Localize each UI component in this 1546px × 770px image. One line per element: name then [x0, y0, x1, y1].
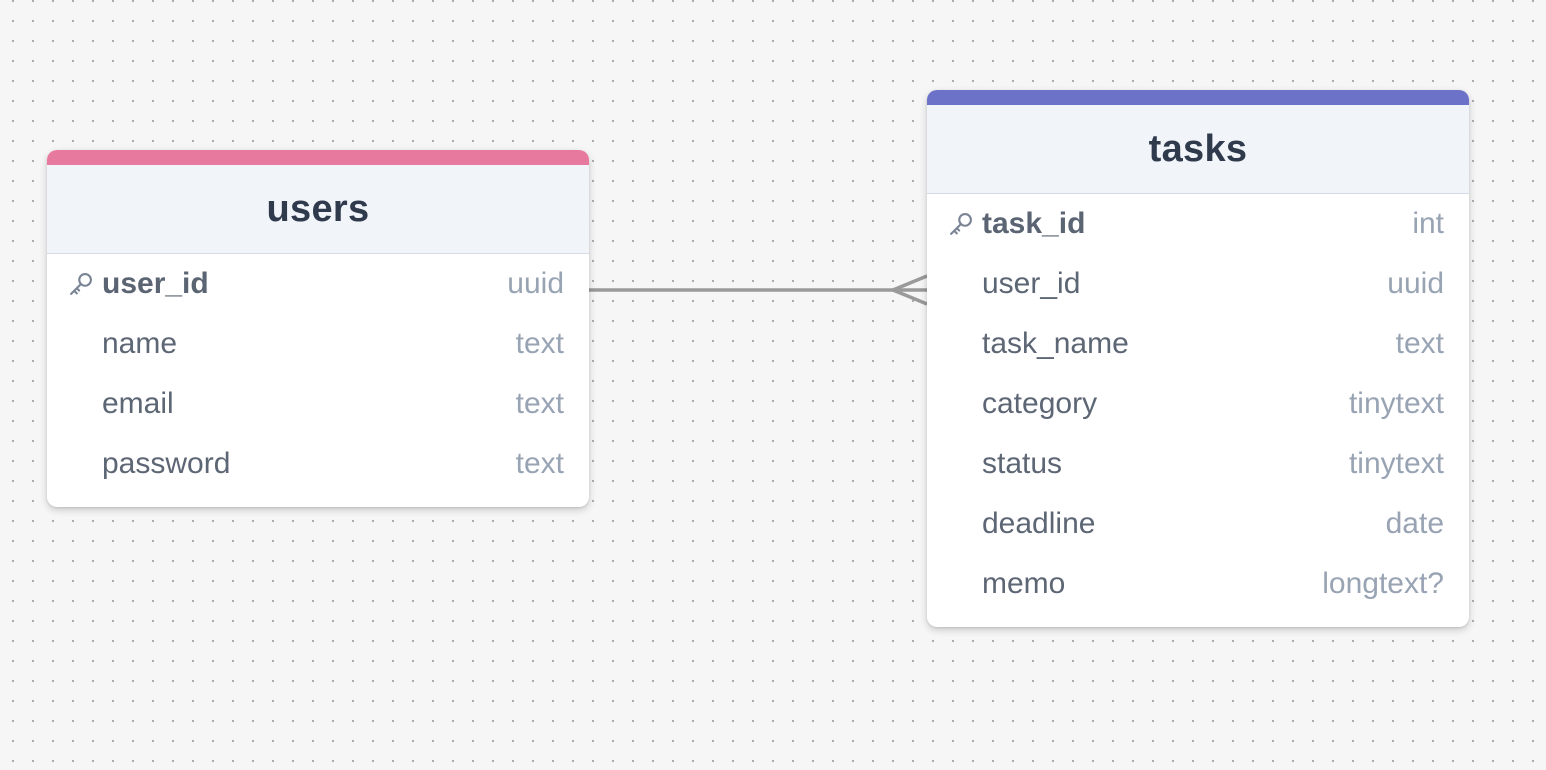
column-row-user_id[interactable]: user_id uuid — [47, 254, 589, 314]
column-type: text — [515, 327, 564, 360]
column-row-deadline[interactable]: deadline date — [927, 494, 1469, 554]
column-type: text — [515, 447, 564, 480]
column-name: task_name — [982, 327, 1129, 360]
column-type: date — [1385, 507, 1444, 540]
crows-foot-many-icon — [888, 274, 928, 306]
column-type: int — [1412, 207, 1444, 240]
column-row-status[interactable]: status tinytext — [927, 434, 1469, 494]
column-name: task_id — [982, 207, 1086, 240]
column-name: user_id — [982, 267, 1081, 300]
column-name: category — [982, 387, 1098, 420]
column-type: uuid — [1387, 267, 1444, 300]
column-type: tinytext — [1348, 447, 1444, 480]
column-row-name[interactable]: name text — [47, 314, 589, 374]
column-name: memo — [982, 567, 1066, 600]
column-name: email — [102, 387, 174, 420]
column-row-task_name[interactable]: task_name text — [927, 314, 1469, 374]
table-title: tasks — [1148, 127, 1248, 170]
table-header[interactable]: users — [47, 165, 589, 254]
column-list: task_id int user_id uuid task_name text … — [927, 194, 1469, 614]
column-name: user_id — [102, 267, 209, 300]
table-header[interactable]: tasks — [927, 105, 1469, 194]
column-type: uuid — [507, 267, 564, 300]
column-row-memo[interactable]: memo longtext? — [927, 554, 1469, 614]
column-type: text — [515, 387, 564, 420]
key-icon — [70, 273, 92, 295]
column-row-password[interactable]: password text — [47, 434, 589, 494]
column-row-user_id[interactable]: user_id uuid — [927, 254, 1469, 314]
column-name: deadline — [982, 507, 1096, 540]
column-row-task_id[interactable]: task_id int — [927, 194, 1469, 254]
table-title: users — [266, 187, 370, 230]
column-row-category[interactable]: category tinytext — [927, 374, 1469, 434]
column-name: name — [102, 327, 178, 360]
column-type: longtext? — [1322, 567, 1444, 600]
column-row-email[interactable]: email text — [47, 374, 589, 434]
column-list: user_id uuid name text email text passwo… — [47, 254, 589, 494]
column-name: password — [102, 447, 231, 480]
relation-users-tasks[interactable] — [589, 274, 928, 306]
column-type: text — [1395, 327, 1444, 360]
key-icon — [950, 213, 972, 235]
table-tasks[interactable]: tasks task_id int user_id uuid task_name… — [927, 90, 1469, 627]
column-name: status — [982, 447, 1063, 480]
table-users[interactable]: users user_id uuid name text email text … — [47, 150, 589, 507]
table-accent-bar — [47, 150, 589, 165]
table-accent-bar — [927, 90, 1469, 105]
column-type: tinytext — [1348, 387, 1444, 420]
